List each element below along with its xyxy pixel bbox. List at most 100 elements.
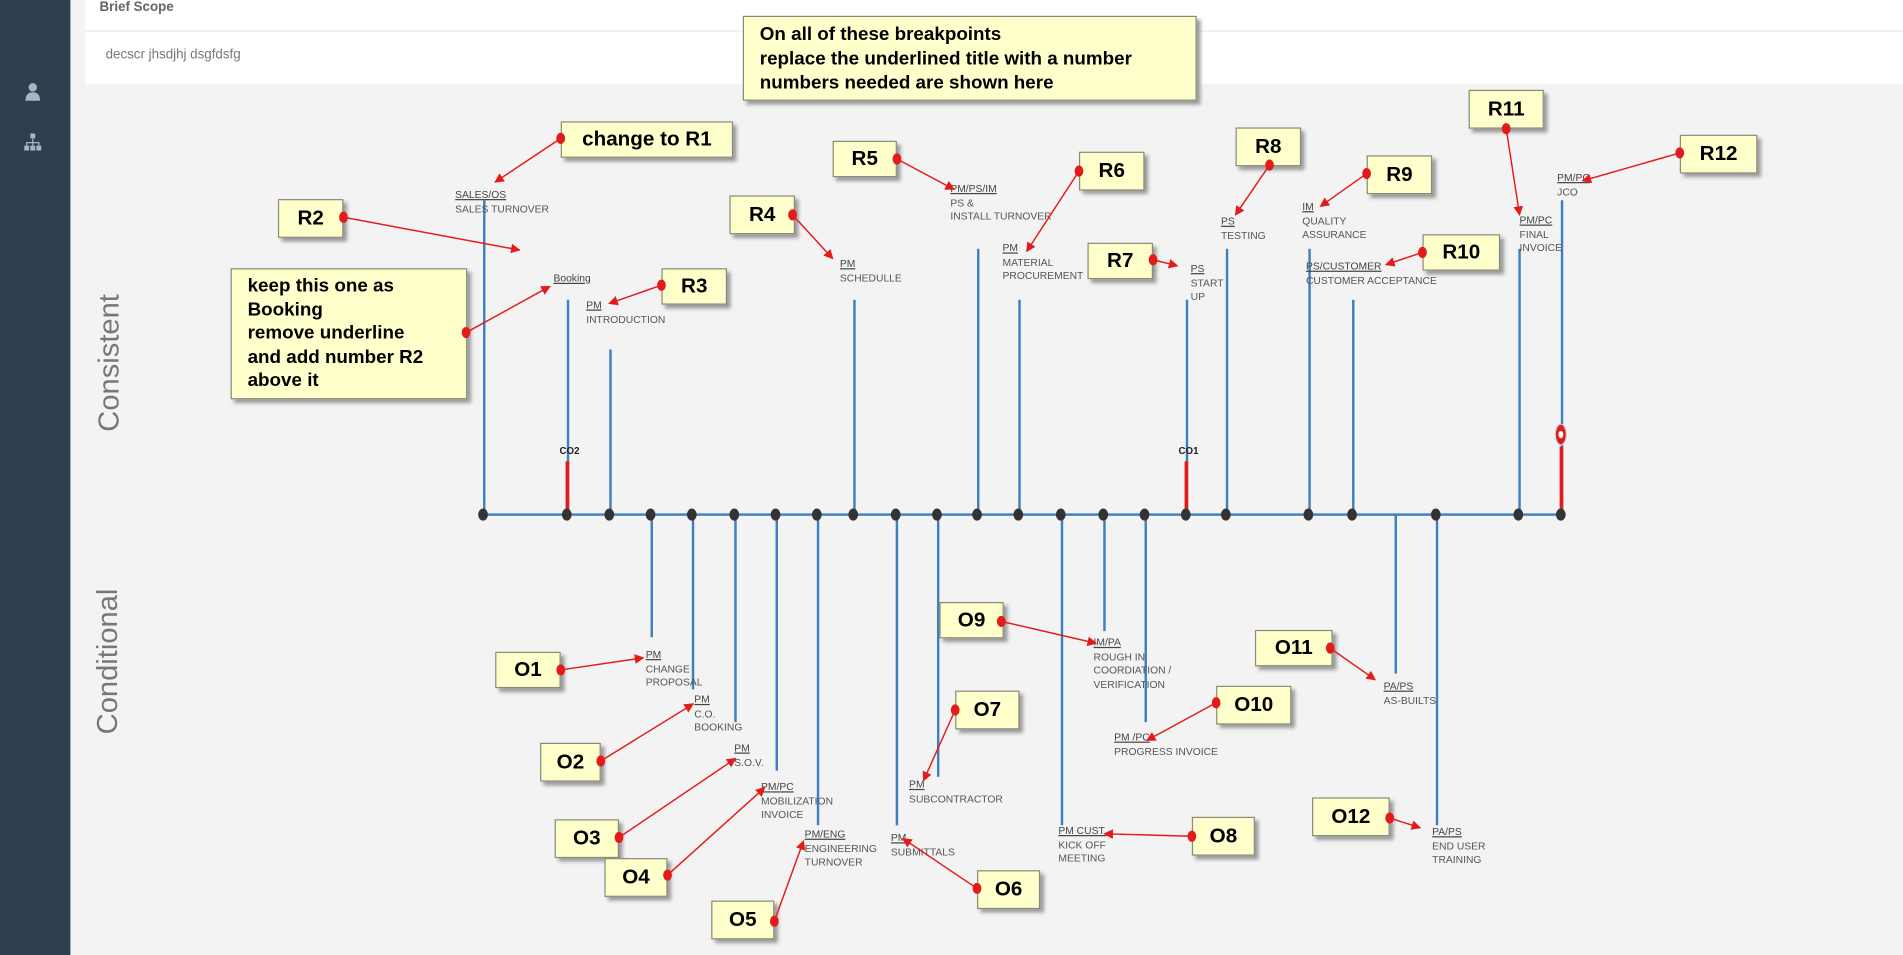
annotation-arrow bbox=[600, 703, 695, 762]
annotation-arrow bbox=[1389, 817, 1422, 830]
milestone-title: END USER TRAINING bbox=[1432, 839, 1486, 866]
milestone-title: SUBCONTRACTOR bbox=[909, 791, 1003, 805]
milestone-line bbox=[1435, 514, 1438, 826]
milestone-role: PS/CUSTOMER bbox=[1305, 259, 1382, 272]
timeline-node[interactable] bbox=[932, 508, 942, 521]
annotation-arrow bbox=[1103, 829, 1192, 839]
annotation-arrow bbox=[618, 757, 737, 839]
annotation-arrow bbox=[667, 786, 766, 876]
annotation-arrow bbox=[343, 216, 521, 254]
timeline-node[interactable] bbox=[686, 508, 697, 521]
timeline-node[interactable] bbox=[770, 508, 781, 521]
change-order-marker[interactable] bbox=[1183, 461, 1188, 515]
change-order-marker[interactable] bbox=[564, 461, 569, 515]
timeline-node[interactable] bbox=[729, 508, 740, 521]
timeline-node[interactable] bbox=[1513, 508, 1524, 521]
milestone-role: PM/PC bbox=[1557, 171, 1590, 184]
annotation-o4: O4 bbox=[604, 858, 668, 897]
timeline-node[interactable] bbox=[1013, 508, 1024, 521]
milestone-role: Booking bbox=[553, 271, 591, 285]
milestone-line bbox=[1308, 248, 1311, 515]
timeline-node[interactable] bbox=[1055, 508, 1066, 521]
timeline-node[interactable] bbox=[1555, 508, 1566, 521]
annotation-r10: R10 bbox=[1422, 234, 1501, 271]
milestone-role: PM bbox=[645, 648, 662, 661]
milestone-line bbox=[1394, 514, 1397, 674]
milestone-role: PM/PC bbox=[1519, 213, 1553, 226]
annotation-arrow bbox=[465, 285, 551, 334]
milestone-line bbox=[895, 514, 898, 826]
milestone-line bbox=[977, 248, 979, 515]
milestone-title: MOBILIZATION INVOICE bbox=[760, 794, 834, 821]
milestone-role: PM bbox=[890, 831, 907, 844]
timeline-node[interactable] bbox=[1430, 508, 1441, 521]
annotation-o6: O6 bbox=[977, 870, 1041, 910]
timeline-node[interactable] bbox=[1180, 508, 1191, 521]
timeline-node[interactable] bbox=[811, 508, 822, 521]
timeline-node[interactable] bbox=[890, 508, 901, 521]
milestone-booking[interactable]: Booking bbox=[553, 272, 590, 286]
timeline-node[interactable] bbox=[478, 508, 488, 521]
annotation-arrow bbox=[1001, 620, 1098, 647]
milestone-role: PM/PC bbox=[760, 780, 794, 793]
user-icon[interactable] bbox=[22, 81, 44, 103]
timeline-node[interactable] bbox=[1220, 508, 1231, 521]
milestone-role: PM bbox=[586, 298, 602, 311]
timeline-node[interactable] bbox=[1347, 508, 1357, 521]
milestone-role: PS bbox=[1190, 262, 1205, 275]
milestone-line bbox=[853, 299, 856, 515]
milestone-role: PM/PS/IM bbox=[950, 182, 997, 195]
section-label-consistent: Consistent bbox=[92, 294, 126, 432]
card-title: Brief Scope bbox=[99, 0, 174, 15]
timeline-node[interactable] bbox=[848, 508, 859, 521]
sitemap-icon[interactable] bbox=[22, 131, 44, 153]
milestone-role: PM bbox=[909, 777, 925, 791]
annotation-r2: R2 bbox=[277, 199, 344, 238]
current-position-marker[interactable] bbox=[1558, 446, 1563, 515]
milestone-role: PM/ENG bbox=[804, 827, 846, 840]
milestone-line bbox=[816, 514, 819, 826]
annotation-arrow bbox=[896, 158, 956, 190]
timeline-node[interactable] bbox=[1303, 508, 1314, 521]
milestone-title: SUBMITTALS bbox=[890, 845, 955, 858]
annotation-o9: O9 bbox=[939, 601, 1004, 639]
annotation-r3: R3 bbox=[661, 268, 728, 305]
timeline-node[interactable] bbox=[972, 508, 982, 521]
timeline-node[interactable] bbox=[604, 508, 615, 521]
location-pin-icon[interactable] bbox=[1554, 423, 1567, 446]
timeline-node[interactable] bbox=[561, 508, 572, 521]
milestone-kick-off-meeting[interactable]: PM CUST.KICK OFF MEETING bbox=[1058, 824, 1106, 866]
annotation-o5: O5 bbox=[711, 900, 775, 940]
milestone-line bbox=[734, 514, 737, 723]
milestone-title: CUSTOMER ACCEPTANCE bbox=[1305, 273, 1437, 286]
timeline-node[interactable] bbox=[1139, 508, 1150, 521]
milestone-title: JCO bbox=[1557, 185, 1578, 198]
timeline-node[interactable] bbox=[1098, 508, 1109, 521]
timeline-node[interactable] bbox=[645, 508, 656, 521]
milestone-line bbox=[609, 349, 612, 515]
annotation-o2: O2 bbox=[540, 742, 601, 782]
